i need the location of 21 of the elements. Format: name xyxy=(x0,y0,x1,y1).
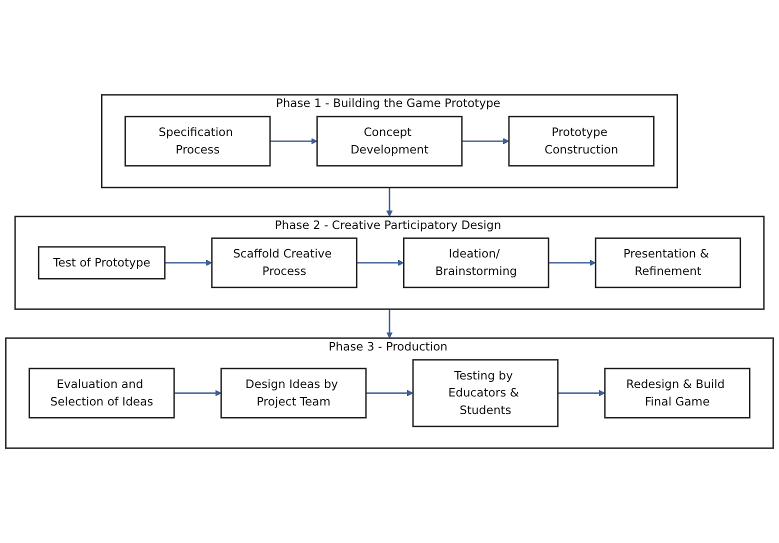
node-box: Prototype Construction xyxy=(508,116,654,167)
arrow xyxy=(386,309,393,338)
node-box: Design Ideas by Project Team xyxy=(220,368,367,418)
arrow xyxy=(174,390,222,396)
node-box: Presentation & Refinement xyxy=(594,237,742,288)
node-box: Testing by Educators & Students xyxy=(412,359,559,428)
arrow xyxy=(366,390,414,396)
node-box: Concept Development xyxy=(316,116,463,167)
node-box: Ideation/ Brainstorming xyxy=(403,237,550,288)
node-box: Specification Process xyxy=(124,116,271,167)
arrow xyxy=(548,260,596,266)
arrow xyxy=(386,188,393,217)
arrow xyxy=(270,138,318,144)
node-box: Evaluation and Selection of Ideas xyxy=(28,368,175,418)
arrow xyxy=(462,138,510,144)
node-box: Redesign & Build Final Game xyxy=(604,368,750,418)
arrow xyxy=(558,390,606,396)
node-box: Test of Prototype xyxy=(38,246,166,280)
arrow xyxy=(164,260,212,266)
arrow xyxy=(356,260,404,266)
node-box: Scaffold Creative Process xyxy=(211,237,358,288)
